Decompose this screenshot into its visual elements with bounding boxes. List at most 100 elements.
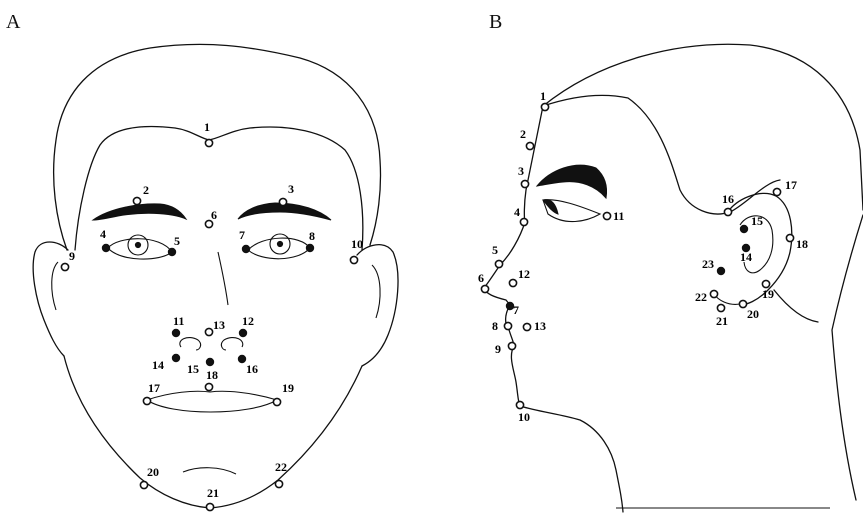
panel-a-landmark-point-14 xyxy=(172,354,179,361)
nose-bridge xyxy=(218,252,228,305)
left-ear-inner xyxy=(52,262,58,310)
panel-a-landmark-label-6: 6 xyxy=(211,208,217,222)
panel-b-landmark-label-22: 22 xyxy=(695,290,707,304)
neck-front xyxy=(520,406,623,512)
left-pupil xyxy=(136,243,141,248)
panel-b-landmark-point-2 xyxy=(526,142,533,149)
panel-a-landmark-label-7: 7 xyxy=(239,228,245,242)
panel-a-landmark-point-20 xyxy=(140,481,147,488)
right-ear xyxy=(357,245,398,366)
panel-b-landmark-point-18 xyxy=(786,234,793,241)
panel-b-landmark-point-21 xyxy=(717,304,724,311)
panel-a-landmark-label-3: 3 xyxy=(288,182,294,196)
panel-b-landmark-label-6: 6 xyxy=(478,271,484,285)
panel-b-landmark-label-1: 1 xyxy=(540,89,546,103)
left-eye xyxy=(108,239,172,259)
panel-a-landmark-point-12 xyxy=(239,329,246,336)
panel-b-landmark-point-12 xyxy=(509,279,516,286)
panel-b-landmark-label-13: 13 xyxy=(534,319,546,333)
left-ear xyxy=(33,242,68,356)
left-nostril xyxy=(180,338,201,350)
panel-a-landmark-label-10: 10 xyxy=(351,237,363,251)
right-nostril xyxy=(221,338,242,350)
panel-a-landmark-label-11: 11 xyxy=(173,314,184,328)
panel-a-landmark-point-9 xyxy=(61,263,68,270)
panel-b-landmark-point-5 xyxy=(495,260,502,267)
panel-a-landmark-label-1: 1 xyxy=(204,120,210,134)
panel-a-landmark-label-4: 4 xyxy=(100,227,106,241)
panel-a-landmark-label-8: 8 xyxy=(309,229,315,243)
panel-a-landmark-point-2 xyxy=(133,197,140,204)
panel-a-letter: A xyxy=(6,11,21,33)
panel-a-landmark-label-12: 12 xyxy=(242,314,254,328)
panel-b-landmark-label-12: 12 xyxy=(518,267,530,281)
panel-a-landmark-label-20: 20 xyxy=(147,465,159,479)
panel-a-landmark-point-5 xyxy=(168,248,175,255)
panel-b-landmark-point-6 xyxy=(481,285,488,292)
panel-a-landmark-point-10 xyxy=(350,256,357,263)
panel-b-landmark-label-11: 11 xyxy=(613,209,624,223)
panel-a-landmark-label-18: 18 xyxy=(206,368,218,382)
panel-a-landmark-point-11 xyxy=(172,329,179,336)
panel-a-landmark-label-19: 19 xyxy=(282,381,294,395)
panel-a-landmark-point-7 xyxy=(242,245,249,252)
face-line-art xyxy=(33,44,398,508)
panel-b-landmark-label-18: 18 xyxy=(796,237,808,251)
upper-lip xyxy=(147,391,277,400)
panel-a-landmarks: 12345678910111213141516171819202122 xyxy=(61,120,363,511)
panel-a-landmark-point-4 xyxy=(102,244,109,251)
panel-b-landmark-point-1 xyxy=(541,103,548,110)
panel-a-landmark-point-16 xyxy=(238,355,245,362)
panel-b-landmark-label-3: 3 xyxy=(518,164,524,178)
panel-b-landmark-point-8 xyxy=(504,322,511,329)
panel-b-landmark-point-13 xyxy=(523,323,530,330)
panel-b-landmark-point-23 xyxy=(717,267,724,274)
right-pupil xyxy=(278,242,283,247)
left-eyebrow xyxy=(93,204,186,220)
panel-a-landmark-label-14: 14 xyxy=(152,358,164,372)
panel-b-landmark-label-7: 7 xyxy=(513,303,519,317)
panel-a-landmark-label-16: 16 xyxy=(246,362,258,376)
hairline xyxy=(75,127,363,250)
shoulder-line xyxy=(774,290,818,322)
panel-b-landmark-label-8: 8 xyxy=(492,319,498,333)
panel-b-landmark-point-17 xyxy=(773,188,780,195)
lower-lip xyxy=(147,400,277,412)
panel-b-landmark-label-2: 2 xyxy=(520,127,526,141)
panel-b-landmark-label-15: 15 xyxy=(751,214,763,228)
panel-a-landmark-label-22: 22 xyxy=(275,460,287,474)
chin-crease xyxy=(183,468,236,474)
panel-b-landmark-point-9 xyxy=(508,342,515,349)
panel-a-landmark-label-21: 21 xyxy=(207,486,219,500)
panel-b-landmark-label-21: 21 xyxy=(716,314,728,328)
panel-b-landmark-label-5: 5 xyxy=(492,243,498,257)
back-of-neck xyxy=(832,215,863,500)
panel-a-landmark-point-21 xyxy=(206,503,213,510)
panel-a-frontal-face: A xyxy=(6,11,398,511)
panel-b-landmark-label-23: 23 xyxy=(702,257,714,271)
panel-a-landmark-label-15: 15 xyxy=(187,362,199,376)
panel-a-landmark-label-17: 17 xyxy=(148,381,160,395)
panel-a-landmark-label-2: 2 xyxy=(143,183,149,197)
panel-a-landmark-label-13: 13 xyxy=(213,318,225,332)
panel-a-landmark-label-5: 5 xyxy=(174,234,180,248)
right-ear-inner xyxy=(372,265,380,318)
panel-b-landmark-label-4: 4 xyxy=(514,205,520,219)
profile-eyebrow xyxy=(537,165,607,198)
profile-line-art xyxy=(484,44,863,512)
panel-b-letter: B xyxy=(489,11,502,33)
panel-a-landmark-point-17 xyxy=(143,397,150,404)
panel-b-landmark-label-9: 9 xyxy=(495,342,501,356)
panel-b-landmark-point-4 xyxy=(520,218,527,225)
panel-b-landmark-label-20: 20 xyxy=(747,307,759,321)
panel-a-landmark-point-3 xyxy=(279,198,286,205)
panel-b-landmark-point-16 xyxy=(724,208,731,215)
panel-b-landmark-point-15 xyxy=(740,225,747,232)
panel-b-landmark-label-19: 19 xyxy=(762,287,774,301)
panel-a-landmark-point-1 xyxy=(205,139,212,146)
panel-b-landmark-label-17: 17 xyxy=(785,178,797,192)
profile-ear xyxy=(728,193,792,304)
panel-a-landmark-point-15 xyxy=(206,358,213,365)
